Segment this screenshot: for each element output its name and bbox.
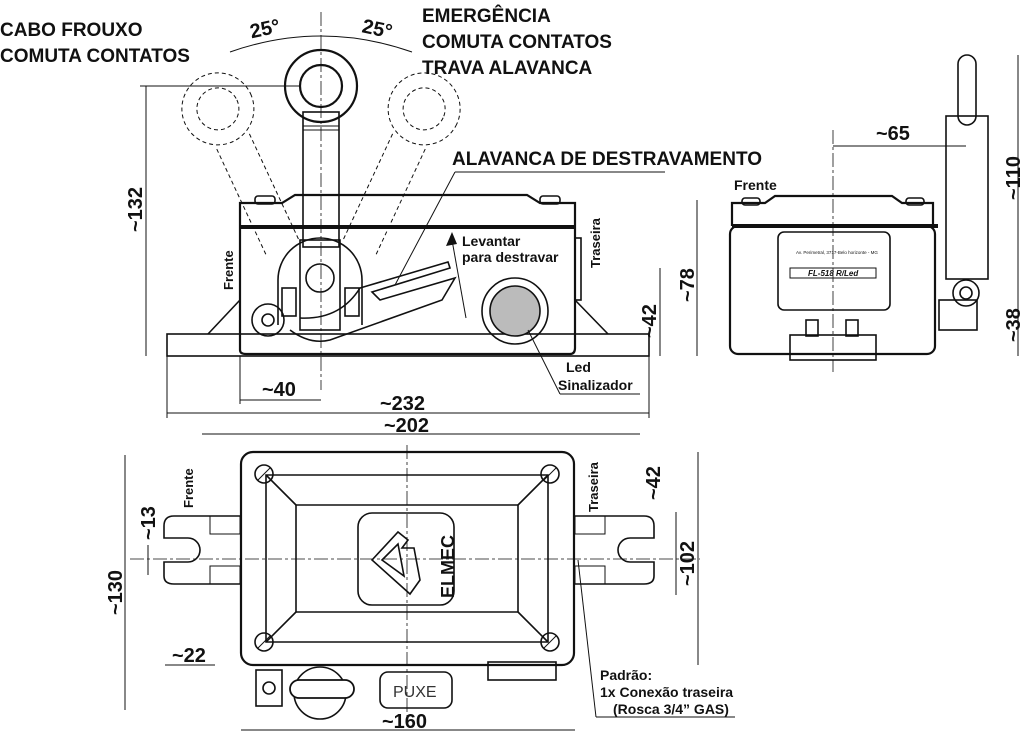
standard-leader xyxy=(577,559,597,718)
corner-screw xyxy=(254,632,274,652)
side-pivot-block xyxy=(938,299,978,331)
base-plate xyxy=(166,333,650,357)
right-gusset xyxy=(574,299,609,335)
led-label: Led xyxy=(566,359,591,375)
reset-leader xyxy=(394,171,456,286)
front-view: 25° 25° Levantar para destravar Frente T… xyxy=(125,12,665,418)
bevel xyxy=(517,611,549,643)
rear-label: Traseira xyxy=(588,217,603,268)
led-lens xyxy=(489,285,541,337)
standard-note: (Rosca 3/4” GAS) xyxy=(613,701,729,717)
corner-screw xyxy=(540,464,560,484)
left-gusset xyxy=(207,299,241,335)
lever-arm-lower xyxy=(299,239,341,331)
pull-tab xyxy=(379,671,453,709)
corner-screw xyxy=(254,464,274,484)
dim-side-height: ~78 xyxy=(677,268,699,302)
side-lever-housing xyxy=(945,115,989,280)
pull-label: PUXE xyxy=(393,684,437,701)
side-screw xyxy=(741,197,761,206)
top-gland xyxy=(487,661,557,681)
elmec-logo-icon xyxy=(370,530,421,596)
slack-cable-label: COMUTA CONTATOS xyxy=(0,46,190,67)
side-pivot xyxy=(952,279,980,307)
top-pivot-hole xyxy=(262,681,276,695)
lift-label: Levantar xyxy=(462,233,521,249)
flange-tab xyxy=(209,515,241,535)
front-label: Frente xyxy=(221,250,236,290)
standard-note: 1x Conexão traseira xyxy=(600,684,733,700)
slack-cable-label: CABO FROUXO xyxy=(0,20,143,41)
standard-note: Padrão: xyxy=(600,667,652,683)
dim-side-pivot-height: ~38 xyxy=(1003,308,1024,342)
pivot-nut xyxy=(281,287,297,317)
left-flange xyxy=(163,515,240,585)
dim-base-length: ~232 xyxy=(380,393,425,415)
reset-lever-label: ALAVANCA DE DESTRAVAMENTO xyxy=(452,149,762,170)
brand-label: ELMEC xyxy=(438,535,458,598)
side-lever-grip xyxy=(957,54,977,126)
top-front-label: Frente xyxy=(181,468,196,508)
roller-center xyxy=(261,313,275,327)
led-label: Sinalizador xyxy=(558,377,633,393)
dim-lever-offset: ~40 xyxy=(262,379,296,401)
pivot-nut xyxy=(344,287,360,317)
side-body xyxy=(728,224,937,356)
emergency-label: COMUTA CONTATOS xyxy=(422,32,612,53)
right-flange xyxy=(575,515,655,585)
lift-arrowhead xyxy=(446,232,457,246)
ghost-lever-left xyxy=(181,72,300,257)
dim-body-length: ~202 xyxy=(384,415,429,437)
lid-screw xyxy=(539,195,561,205)
lift-label: para destravar xyxy=(462,249,559,265)
bevel xyxy=(265,611,297,643)
gland-stem xyxy=(845,319,859,337)
lift-arrow xyxy=(451,239,467,319)
top-rear-label: Traseira xyxy=(586,461,601,512)
flange-tab xyxy=(209,565,241,585)
lid-screw xyxy=(254,195,276,205)
dim-top-flange-span: ~102 xyxy=(677,541,699,586)
ghost-lever-right xyxy=(342,72,461,257)
emergency-label: EMERGÊNCIA xyxy=(422,5,551,27)
led-leader xyxy=(527,329,561,395)
reset-lever xyxy=(289,261,457,343)
emergency-label: TRAVA ALAVANCA xyxy=(422,58,593,79)
angle-right-label: 25° xyxy=(360,15,394,43)
housing-body xyxy=(238,230,577,356)
flange-tab xyxy=(574,515,606,535)
angle-left-label: 25° xyxy=(248,15,282,43)
side-screw xyxy=(905,197,925,206)
top-pivot-block xyxy=(255,669,283,707)
dim-top-width: ~130 xyxy=(105,570,127,615)
side-lid xyxy=(730,194,935,226)
roller xyxy=(251,303,285,337)
dim-flange-length: ~22 xyxy=(172,645,206,667)
side-view: Av. Perimetral, 3717-Belo horizonte - MG… xyxy=(677,54,1024,372)
dim-height-total: ~132 xyxy=(125,187,147,232)
side-front-label: Frente xyxy=(734,177,777,193)
dim-slot-width: ~13 xyxy=(138,506,160,540)
dim-top-body: ~160 xyxy=(382,711,427,733)
side-pivot-inner xyxy=(959,286,973,300)
dim-led-height: ~42 xyxy=(639,304,661,338)
rear-connection xyxy=(574,237,582,301)
nameplate-address: Av. Perimetral, 3717-Belo horizonte - MG xyxy=(796,250,878,255)
top-lever-handle xyxy=(289,679,355,699)
nameplate-model: FL-518 R/Led xyxy=(808,269,859,278)
housing-lid xyxy=(238,193,577,230)
corner-screw xyxy=(540,632,560,652)
pivot-shaft xyxy=(305,263,335,293)
gland-stem xyxy=(805,319,819,337)
led-nut xyxy=(481,277,549,345)
dim-side-lever-height: ~110 xyxy=(1003,156,1024,200)
dim-top-slot-offset: ~42 xyxy=(643,466,665,500)
pivot-housing xyxy=(277,237,363,325)
nameplate xyxy=(777,231,891,311)
top-body xyxy=(239,450,576,667)
dim-side-lever-offset: ~65 xyxy=(876,123,910,145)
top-view: ELMEC PUXE Frente Traseira ~202 ~130 ~13… xyxy=(105,415,735,733)
